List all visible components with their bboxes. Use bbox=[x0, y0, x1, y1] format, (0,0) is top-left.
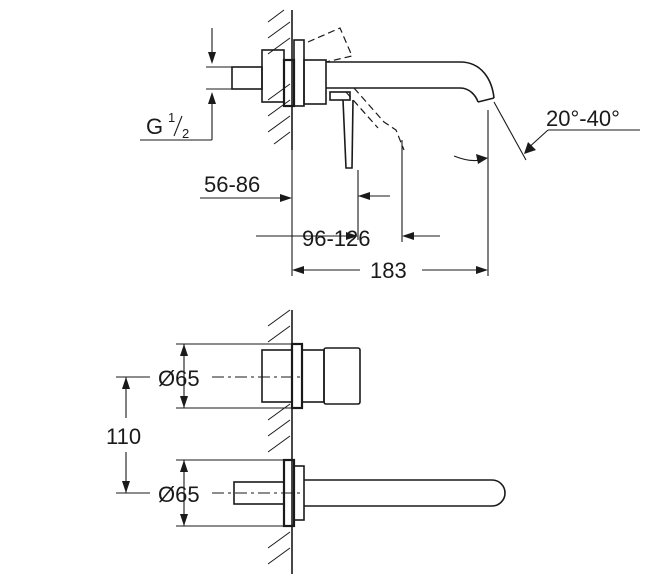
center-distance-label: 110 bbox=[106, 424, 141, 449]
spout-profile bbox=[303, 59, 495, 105]
thread-denominator: 2 bbox=[182, 126, 189, 141]
depth-dimension: 56-86 bbox=[200, 150, 390, 276]
spout-length-dimension: 183 bbox=[292, 110, 489, 283]
inlet-connector bbox=[231, 39, 305, 108]
angle-dimension: 20°-40° bbox=[453, 101, 640, 164]
thread-dimension: G 1 2 bbox=[140, 28, 232, 141]
side-view: G 1 2 20°-40° 56-86 bbox=[140, 9, 640, 283]
wall-section-top bbox=[267, 9, 293, 150]
mixer-body bbox=[212, 342, 361, 410]
front-view: Ø65 110 Ø65 bbox=[106, 309, 506, 574]
lever-handle-rotated bbox=[307, 27, 405, 151]
diameter-top-label: Ø65 bbox=[158, 366, 200, 391]
thread-label: G bbox=[146, 114, 163, 139]
depth-label: 56-86 bbox=[204, 172, 260, 197]
diameter-top-dimension: Ø65 bbox=[158, 343, 300, 409]
angle-label: 20°-40° bbox=[546, 106, 620, 131]
thread-numerator: 1 bbox=[168, 110, 175, 125]
diameter-bottom-label: Ø65 bbox=[158, 482, 200, 507]
lever-range-label: 96-126 bbox=[302, 226, 371, 251]
lever-handle bbox=[329, 91, 354, 169]
spout-length-label: 183 bbox=[370, 258, 407, 283]
center-distance-dimension: 110 bbox=[106, 376, 150, 494]
lever-dimension: 96-126 bbox=[256, 140, 440, 251]
spout-body bbox=[212, 458, 506, 528]
diameter-bottom-dimension: Ø65 bbox=[158, 459, 290, 527]
